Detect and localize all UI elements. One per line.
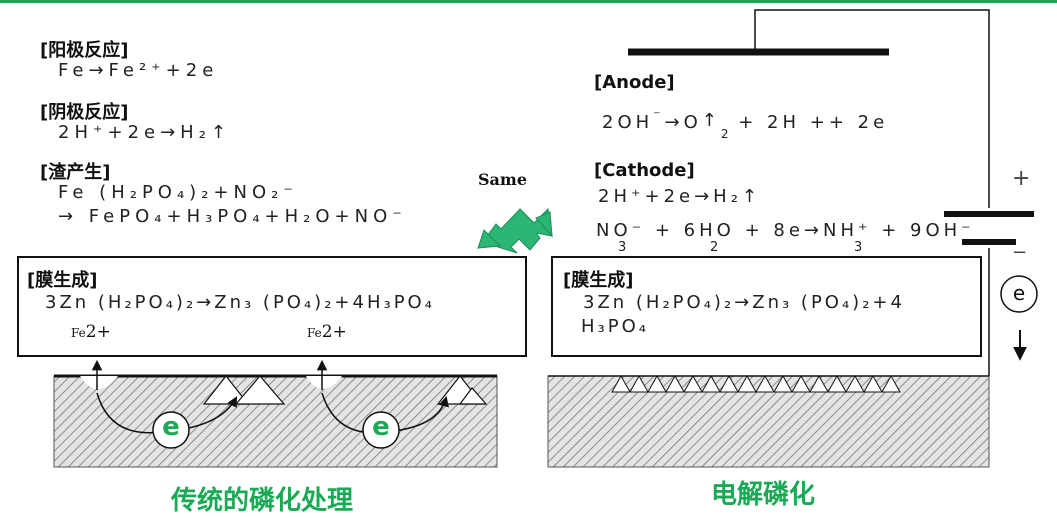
same-label: Same xyxy=(478,170,528,189)
right-anode-equation: 2OH⁻→O↑2 + 2H ++ 2e xyxy=(602,108,889,141)
top-rule xyxy=(0,0,1057,3)
right-film-equation-2: H₃PO₄ xyxy=(581,316,649,337)
left-film-box: [膜生成] 3Zn (H₂PO₄)₂→Zn₃ (PO₄)₂+4H₃PO₄ Fe2… xyxy=(17,256,527,357)
right-cathode-equation-2: NO⁻ + 6HO + 8e→NH⁺ + 9OH⁻ xyxy=(596,220,975,241)
left-sludge-title: [渣产生] xyxy=(40,162,111,183)
film-crystal xyxy=(863,374,883,393)
left-sludge-equation-2: → FePO₄+H₃PO₄+H₂O+NO⁻ xyxy=(58,206,407,227)
film-crystal xyxy=(755,374,775,393)
right-metal-substrate xyxy=(547,374,990,468)
right-anode-title: [Anode] xyxy=(594,72,675,93)
film-crystal xyxy=(665,374,685,393)
same-double-arrow xyxy=(476,207,553,254)
film-crystal xyxy=(683,374,703,393)
battery-plus-sign: + xyxy=(1012,166,1031,191)
right-film-title: [膜生成] xyxy=(563,270,634,291)
film-crystal xyxy=(611,374,631,393)
right-cathode-equation-1: 2H⁺+2e→H₂↑ xyxy=(598,186,762,207)
battery-minus-sign: − xyxy=(1012,242,1028,263)
right-film-box: [膜生成] 3Zn (H₂PO₄)₂→Zn₃ (PO₄)₂+4 H₃PO₄ xyxy=(551,256,982,357)
electron-icon-2: e xyxy=(372,412,390,442)
film-crystal xyxy=(629,374,649,393)
left-anode-title: [阳极反应] xyxy=(40,40,129,61)
left-anode-equation: Fe→Fe²⁺+2e xyxy=(58,60,219,81)
right-caption: 电解磷化 xyxy=(711,480,816,510)
film-crystal xyxy=(791,374,811,393)
left-film-title: [膜生成] xyxy=(27,270,98,291)
film-crystal xyxy=(881,374,901,393)
left-metal-substrate xyxy=(53,359,498,468)
film-crystal xyxy=(719,374,739,393)
film-crystal xyxy=(773,374,793,393)
electron-icon-1: e xyxy=(162,412,180,442)
left-film-equation: 3Zn (H₂PO₄)₂→Zn₃ (PO₄)₂+4H₃PO₄ xyxy=(45,292,435,313)
left-sludge-equation-1: Fe (H₂PO₄)₂+NO₂⁻ xyxy=(58,182,298,203)
film-crystal xyxy=(737,374,757,393)
left-cathode-title: [阴极反应] xyxy=(40,102,129,123)
left-caption: 传统的磷化处理 xyxy=(171,486,354,516)
film-crystal xyxy=(647,374,667,393)
right-film-equation-1: 3Zn (H₂PO₄)₂→Zn₃ (PO₄)₂+4 xyxy=(583,292,905,313)
fe-ion-label-1: Fe2+ xyxy=(71,322,111,342)
right-cathode-title: [Cathode] xyxy=(594,160,695,181)
film-crystal xyxy=(701,374,721,393)
circuit-electron-icon: e xyxy=(1012,281,1026,305)
fe-ion-label-2: Fe2+ xyxy=(307,322,347,342)
film-crystal xyxy=(809,374,829,393)
film-crystal xyxy=(827,374,847,393)
film-crystal xyxy=(845,374,865,393)
left-cathode-equation: 2H⁺+2e→H₂↑ xyxy=(58,122,232,143)
